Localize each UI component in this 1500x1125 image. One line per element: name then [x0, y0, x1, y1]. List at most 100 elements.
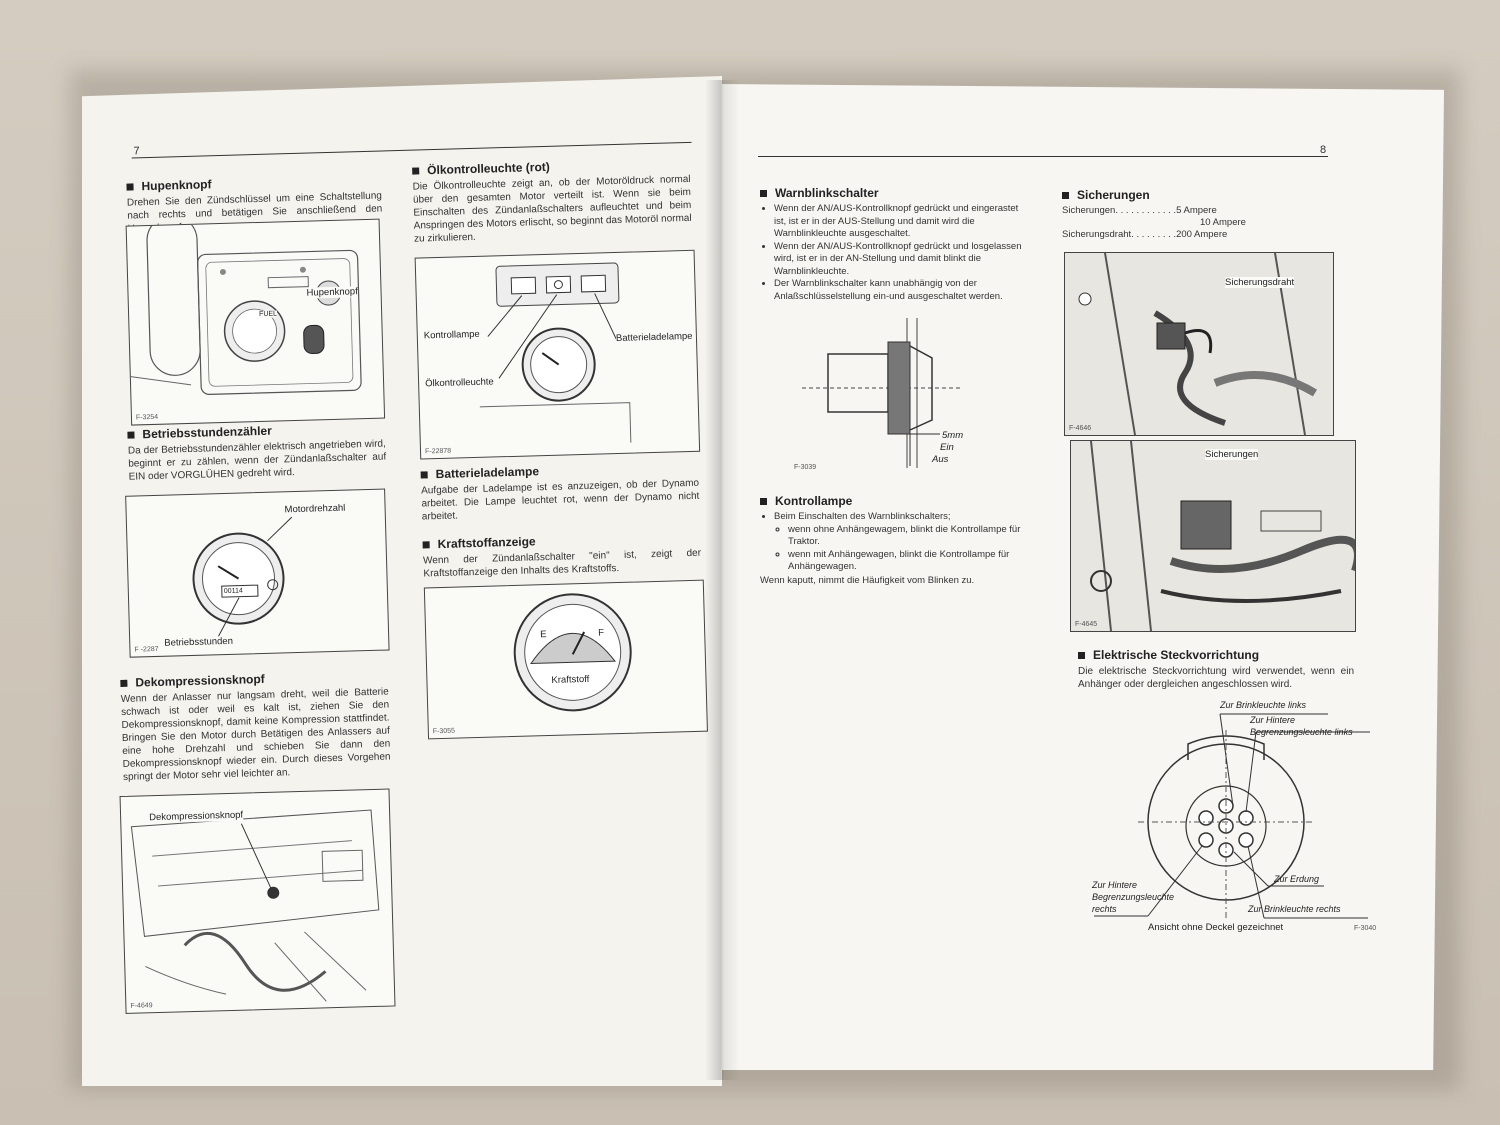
section-body: Die Ölkontrolleuchte zeigt an, ob der Mo… [412, 173, 692, 245]
kontrollampe-list: Beim Einschalten des Warnblinkschalters;… [760, 511, 1044, 574]
square-bullet-icon [1078, 651, 1085, 659]
label-begrenzung-rechts-3: rechts [1092, 904, 1117, 914]
kontrollampe-sublist: wenn ohne Anhängewagem, blinkt die Kontr… [774, 524, 1044, 574]
fuel-full-mark: F [598, 627, 605, 639]
figure-code: F-4645 [1075, 621, 1098, 628]
label-begrenzung-links-1: Zur Hintere [1250, 715, 1296, 725]
label-begrenzung-rechts-2: Begrenzungsleuchte [1092, 892, 1175, 902]
label-5mm: 5mm [942, 430, 964, 441]
right-page: 8 Warnblinkschalter Wenn der AN/AUS-Kont… [722, 84, 1444, 1070]
sublist-item: wenn ohne Anhängewagem, blinkt die Kontr… [788, 524, 1044, 549]
section-body: Da der Betriebsstundenzähler elektrisch … [127, 438, 387, 483]
list-item: Wenn der AN/AUS-Kontrollknopf gedrückt u… [774, 241, 1032, 279]
label-ein: Ein [940, 442, 954, 453]
square-bullet-icon [412, 166, 420, 175]
figure-code: F-3039 [794, 464, 817, 471]
figure-label-top: Motordrehzahl [284, 502, 346, 516]
figure-code: F-4649 [130, 1002, 153, 1010]
sublist-item: wenn mit Anhängewagen, blinkt die Kontro… [788, 549, 1044, 574]
figure-kraftstoffanzeige: E F Kraftstoff F-3055 [423, 579, 708, 740]
square-bullet-icon [422, 540, 430, 548]
section-note: Wenn kaputt, nimmt die Häufigkeit vom Bl… [760, 574, 975, 586]
engine-illustration [130, 809, 380, 1002]
list-item: Der Warnblinkschalter kann unabhängig vo… [774, 278, 1032, 303]
section-batterieladelampe: Batterieladelampe Aufgabe der Ladelampe … [420, 460, 700, 524]
section-body: Die elektrische Steckvorrichtung wird ve… [1078, 666, 1354, 690]
label-brinkleuchte-links: Zur Brinkleuchte links [1220, 700, 1307, 710]
right-page-content: 8 Warnblinkschalter Wenn der AN/AUS-Kont… [722, 84, 1444, 1070]
figure-label-batterieladelampe: Batterieladelampe [615, 330, 693, 345]
label-begrenzung-rechts-1: Zur Hintere [1092, 880, 1138, 890]
figure-code: F-4646 [1069, 425, 1092, 432]
section-heading: Kontrollampe [760, 494, 1044, 508]
section-body: Wenn der Zündanlaßschalter "ein" ist, ze… [422, 547, 702, 580]
square-bullet-icon [420, 470, 428, 479]
label-brinkleuchte-rechts: Zur Brinkleuchte rechts [1248, 904, 1341, 914]
figure-warnblinkschalter: 5mm Ein Aus F-3039 [792, 318, 982, 478]
spec-row: Sicherungen . . . . . . . . . . . .5 Amp… [1062, 205, 1217, 216]
square-bullet-icon [760, 497, 767, 505]
section-sicherungen: Sicherungen Sicherungen . . . . . . . . … [1062, 188, 1302, 241]
switch-crosssection-illustration [802, 318, 962, 468]
square-bullet-icon [127, 430, 135, 439]
book-gutter [705, 80, 740, 1080]
section-heading: Elektrische Steckvorrichtung [1078, 648, 1354, 662]
page-number: 7 [133, 145, 140, 158]
figure-label-bottom: Betriebsstunden [164, 635, 234, 649]
spec-row: 10 Ampere [1200, 217, 1246, 228]
left-page: 7 Hupenknopf Drehen Sie den Zündschlüsse… [82, 76, 722, 1086]
figure-code: F -2287 [134, 645, 159, 654]
label-aus: Aus [932, 454, 949, 465]
label-erdung: Zur Erdung [1274, 874, 1320, 884]
gauge-text: FUEL [259, 310, 278, 318]
square-bullet-icon [1062, 191, 1069, 199]
figure-label: Sicherungen [1205, 449, 1259, 460]
figure-caption: Ansicht ohne Deckel gezeichnet [1148, 922, 1284, 933]
figure-dekompression: Dekompressionsknopf F-4649 [119, 788, 396, 1014]
fuel-gauge-illustration [513, 593, 632, 712]
section-body: Wenn der Anlasser nur langsam dreht, wei… [120, 686, 391, 783]
figure-betriebsstunden: 00114 Motordrehzahl Betriebsstunden F -2… [125, 488, 390, 658]
fuel-empty-mark: E [540, 629, 547, 641]
section-betriebsstundenzaehler: Betriebsstundenzähler Da der Betriebsstu… [127, 420, 386, 483]
header-rule [758, 156, 1328, 157]
warnblink-list: Wenn der AN/AUS-Kontrollknopf gedrückt u… [760, 203, 1032, 303]
label-begrenzung-links-2: Begrenzungsleuchte links [1250, 727, 1353, 737]
page-number: 8 [1320, 144, 1327, 156]
list-item: Beim Einschalten des Warnblinkschalters;… [774, 511, 1044, 574]
figure-code: F-3040 [1354, 925, 1377, 932]
figure-label: Hupenknopf [306, 286, 358, 299]
section-body: Aufgabe der Ladelampe ist es anzuzeigen,… [420, 477, 700, 523]
figure-sicherungsdraht: Sicherungsdraht F-4646 [1064, 252, 1334, 436]
figure-code: F-3055 [432, 727, 456, 736]
left-page-content: 7 Hupenknopf Drehen Sie den Zündschlüsse… [82, 76, 722, 1086]
figure-code: F-3254 [135, 413, 159, 422]
figure-code: F-22878 [424, 447, 452, 456]
section-heading: Warnblinkschalter [760, 186, 1032, 200]
fuse-box-photo-illustration [1071, 441, 1355, 631]
section-oelkontrollleuchte: Ölkontrolleuchte (rot) Die Ölkontrolleuc… [412, 156, 692, 246]
spec-row: Sicherungsdraht . . . . . . . . .200 Amp… [1062, 229, 1228, 240]
list-item: Wenn der AN/AUS-Kontrollknopf gedrückt u… [774, 203, 1032, 241]
hour-counter: 00114 [223, 587, 243, 596]
dashboard-illustration [130, 219, 362, 395]
figure-oelkontrollleuchte: Kontrollampe Ölkontrolleuchte Batteriela… [414, 249, 701, 460]
square-bullet-icon [126, 182, 134, 191]
section-steckvorrichtung: Elektrische Steckvorrichtung Die elektri… [1078, 648, 1354, 691]
figure-steckvorrichtung: Zur Brinkleuchte links Zur Hintere Begre… [1088, 700, 1388, 940]
instrument-panel-illustration [479, 262, 632, 443]
section-warnblinkschalter: Warnblinkschalter Wenn der AN/AUS-Kontro… [760, 186, 1032, 303]
section-kraftstoffanzeige: Kraftstoffanzeige Wenn der Zündanlaßscha… [422, 530, 701, 581]
section-dekompressionsknopf: Dekompressionsknopf Wenn der Anlasser nu… [120, 669, 391, 784]
figure-sicherungen: Sicherungen F-4645 [1070, 440, 1356, 632]
header-rule [131, 141, 692, 159]
socket-diagram [1094, 713, 1370, 920]
square-bullet-icon [120, 679, 128, 687]
figure-label-kontrollampe: Kontrollampe [423, 328, 480, 342]
section-heading: Sicherungen [1062, 188, 1302, 202]
figure-label-oelkontrollleuchte: Ölkontrolleuchte [424, 376, 494, 390]
square-bullet-icon [760, 189, 767, 197]
figure-label: Kraftstoff [551, 673, 590, 686]
section-kontrollampe: Kontrollampe Beim Einschalten des Warnbl… [760, 494, 1044, 587]
figure-hupenknopf: FUEL Hupenknopf F-3254 [125, 218, 386, 426]
